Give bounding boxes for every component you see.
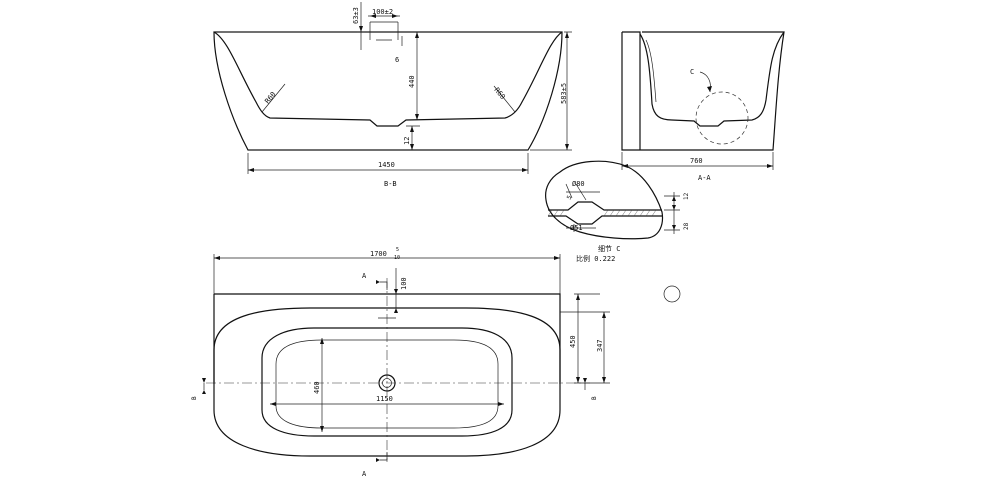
plan-dim-inner-width: 460 — [313, 381, 321, 394]
bb-inner-basin — [213, 31, 563, 127]
aa-detail-c-circle — [695, 91, 749, 145]
plan-dim-half-width: 450 — [569, 335, 577, 348]
section-aa-view: C 760 A-A — [621, 31, 785, 182]
bb-radius-right-leader — [493, 85, 516, 113]
plan-section-mark-a-bottom: A — [362, 470, 367, 478]
bb-dim-depth: 440 — [408, 75, 416, 88]
aa-detail-marker: C — [690, 68, 694, 76]
section-bb-view: R60 R60 1450 B-B 583±5 440 12 100±2 63±3… — [213, 2, 572, 188]
detail-c-dim-small: 5 — [566, 194, 574, 201]
detail-c-view: Ø80 5 Ø51 12 28 细节 C 比例 0.222 — [545, 160, 690, 263]
plan-dim-length-tol-lower: 10 — [394, 255, 400, 261]
bb-dim-drain-small: 6 — [395, 56, 399, 64]
plan-basin-bottom — [275, 339, 499, 429]
detail-c-dim-dia-51: Ø51 — [570, 224, 583, 232]
detail-c-shell-top — [548, 201, 662, 211]
aa-dim-width: 760 — [690, 157, 703, 165]
detail-c-dim-dia-80: Ø80 — [572, 180, 585, 188]
bb-radius-left-leader — [261, 83, 286, 113]
aa-section-label: A-A — [698, 174, 711, 182]
bb-radius-left-label: R60 — [263, 90, 277, 105]
plan-section-mark-b-left: B — [191, 396, 198, 400]
detail-c-outline — [545, 160, 664, 240]
plan-section-mark-b-right: B — [591, 396, 598, 400]
plan-dim-length: 1700 — [370, 250, 387, 258]
plan-outer-shell — [213, 307, 561, 457]
bb-dim-height: 583±5 — [560, 83, 568, 104]
plan-dim-inner-length: 1150 — [376, 395, 393, 403]
plan-dim-length-tol-upper: 5 — [396, 247, 399, 253]
aa-inner-basin — [639, 31, 785, 127]
detail-c-hatching — [547, 209, 657, 217]
bb-drain-box — [369, 21, 399, 41]
plan-dim-inner-half-line — [560, 311, 610, 383]
view-marker-circle — [663, 285, 681, 303]
plan-dim-inner-half: 347 — [596, 339, 604, 352]
bb-section-label: B-B — [384, 180, 397, 188]
plan-dim-back: 100 — [400, 277, 408, 290]
plan-inner-rim — [261, 327, 513, 437]
detail-c-shell-bottom — [548, 215, 662, 225]
bb-dim-length: 1450 — [378, 161, 395, 169]
bb-dim-drain-width: 100±2 — [372, 8, 393, 16]
bb-dim-top-tol: 63±3 — [352, 7, 360, 24]
bb-outer-shell — [213, 31, 563, 151]
plan-view: 1700 5 10 A A B B 100 — [191, 247, 610, 478]
detail-c-dim-h2: 28 — [683, 222, 690, 230]
detail-c-dim-h1: 12 — [683, 192, 690, 200]
detail-c-caption-name: 细节 C — [598, 244, 620, 253]
detail-c-caption-scale: 比例 0.222 — [576, 254, 615, 263]
aa-outer-shell — [621, 31, 785, 151]
plan-section-mark-a-top: A — [362, 272, 367, 280]
bb-dim-bottom: 12 — [403, 137, 411, 145]
